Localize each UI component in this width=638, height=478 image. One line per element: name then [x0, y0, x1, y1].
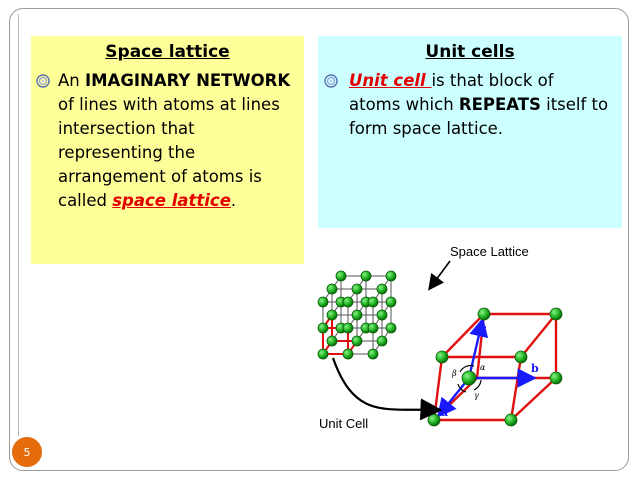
lattice-atom — [342, 296, 354, 308]
lattice-atom — [342, 348, 354, 360]
axis-a-arrow — [436, 377, 470, 418]
space-lattice-label: Space Lattice — [450, 244, 529, 259]
axis-c-label: c — [480, 322, 487, 335]
unit-cells-text: Unit cell is that block of atoms which R… — [349, 71, 609, 138]
space-lattice-figure — [317, 270, 397, 360]
spiral-bullet-icon — [36, 74, 50, 88]
space-lattice-arrow — [428, 260, 451, 291]
lattice-atom — [385, 322, 397, 334]
angle-arc — [473, 379, 482, 391]
lattice-atom — [317, 296, 329, 308]
slide-frame — [9, 8, 629, 471]
space-lattice-text: An IMAGINARY NETWORK of lines with atoms… — [58, 71, 291, 210]
slide-side-rule — [18, 14, 19, 436]
unit-cell-atom — [549, 371, 563, 385]
angle-arc — [457, 383, 467, 393]
lattice-atom — [342, 322, 354, 334]
unit-cell-atom — [461, 370, 477, 386]
unit-cell-arrow — [331, 357, 443, 421]
space-lattice-term: space lattice — [112, 190, 231, 210]
unit-cell-edge — [510, 377, 557, 421]
axis-a-label: a — [441, 406, 448, 419]
lattice-atom — [385, 270, 397, 282]
lattice-atom — [360, 270, 372, 282]
lattice-atom — [317, 322, 329, 334]
angle-gamma-label: γ — [474, 391, 479, 400]
angle-arc — [459, 364, 475, 373]
lattice-atom — [376, 309, 388, 321]
lattice-atom — [367, 322, 379, 334]
lattice-atom — [326, 283, 338, 295]
axis-b-label: b — [531, 362, 539, 375]
lattice-atom — [351, 309, 363, 321]
angle-alpha-label: α — [480, 363, 486, 372]
axis-c-arrow — [467, 317, 489, 379]
lattice-atom — [367, 348, 379, 360]
unit-cell-atom — [549, 307, 563, 321]
spiral-bullet-icon — [324, 74, 338, 88]
lattice-atom — [335, 270, 347, 282]
unit-cells-box: Unit cells Unit cell is that block of at… — [318, 36, 622, 228]
unit-cell-edge — [520, 313, 557, 358]
unit-cell-atom — [435, 350, 449, 364]
unit-cell-term: Unit cell — [349, 71, 432, 90]
unit-cell-atom — [477, 307, 491, 321]
unit-cell-figure: a b c α β γ — [427, 307, 563, 427]
lattice-atom — [385, 296, 397, 308]
lattice-atom — [367, 296, 379, 308]
space-lattice-box: Space lattice An IMAGINARY NETWORK of li… — [31, 36, 304, 264]
lattice-atom — [351, 283, 363, 295]
lattice-atom — [376, 335, 388, 347]
unit-cell-edge — [509, 356, 523, 421]
lattice-atom — [326, 335, 338, 347]
lattice-atom — [351, 335, 363, 347]
unit-cell-label: Unit Cell — [319, 416, 369, 431]
lattice-atom — [317, 348, 329, 360]
page-number-badge: 5 — [12, 437, 42, 467]
unit-cell-atom — [514, 350, 528, 364]
unit-cells-title: Unit cells — [425, 42, 515, 62]
unit-cell-atom — [504, 413, 518, 427]
space-lattice-title: Space lattice — [105, 42, 230, 62]
unit-cell-atom — [427, 413, 441, 427]
lattice-atom — [376, 283, 388, 295]
angle-beta-label: β — [451, 369, 457, 378]
lattice-atom — [326, 309, 338, 321]
